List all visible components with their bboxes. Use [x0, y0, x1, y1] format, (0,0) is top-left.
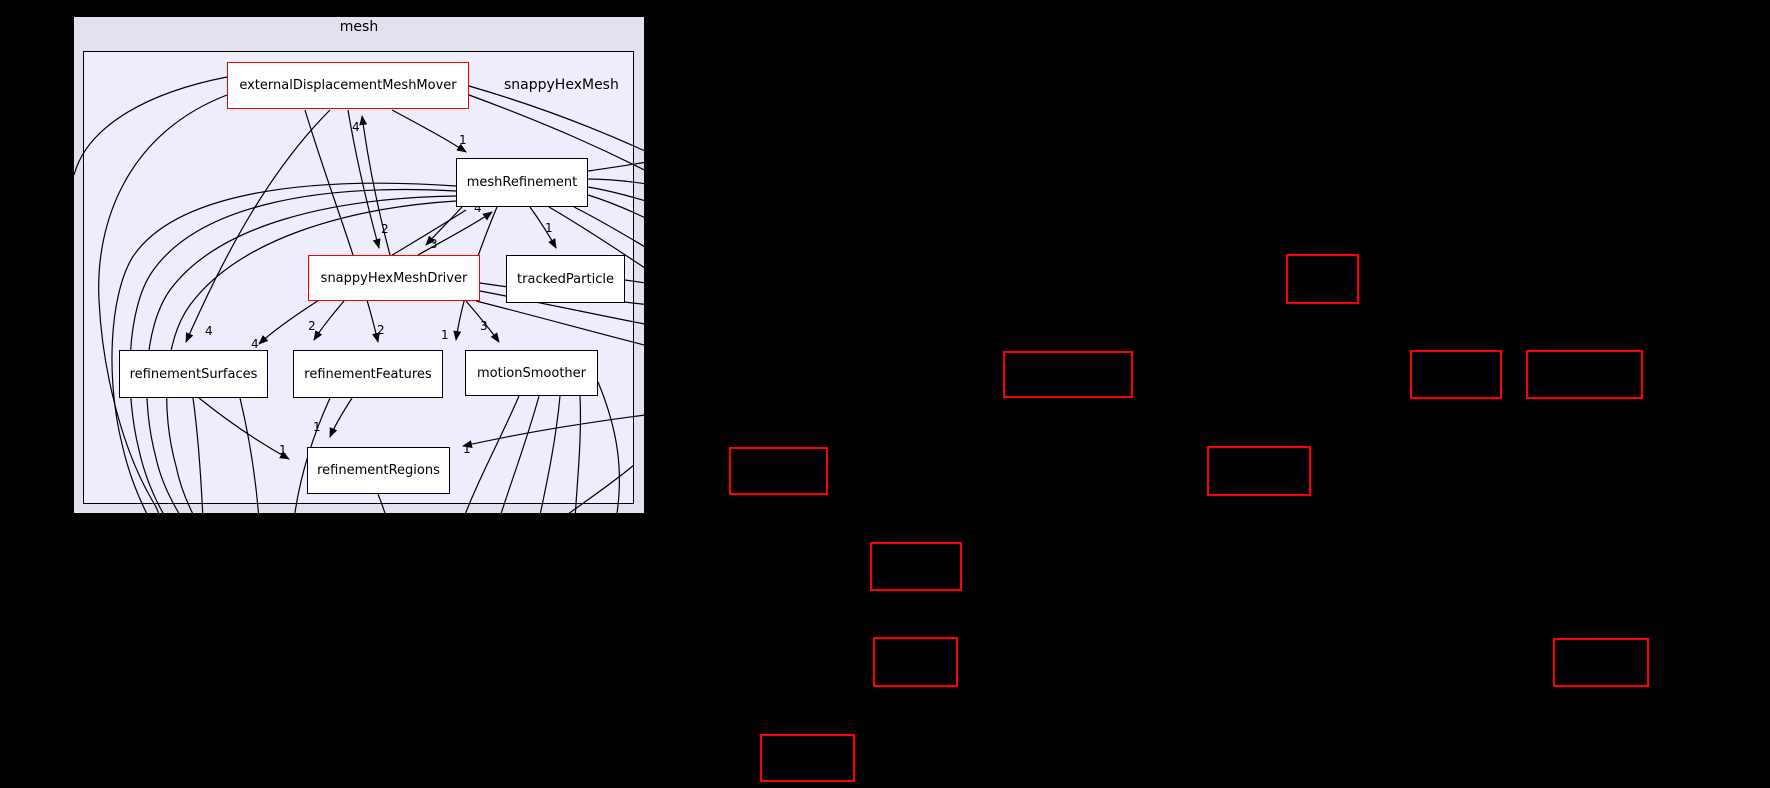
node-snappyHexMeshDriver[interactable]: snappyHexMeshDriver [308, 255, 480, 301]
cluster-snappyHexMesh-title[interactable]: snappyHexMesh [504, 77, 619, 93]
external-node[interactable] [1410, 350, 1502, 399]
node-label: snappyHexMeshDriver [320, 270, 468, 286]
external-node[interactable] [1526, 350, 1643, 399]
external-node[interactable] [1207, 446, 1311, 496]
edge-label: 4 [205, 324, 213, 338]
node-label: meshRefinement [466, 175, 578, 190]
node-refinementRegions[interactable]: refinementRegions [307, 447, 450, 494]
node-refinementSurfaces[interactable]: refinementSurfaces [119, 350, 268, 398]
external-node[interactable] [873, 637, 958, 687]
edge-label: 2 [377, 323, 385, 337]
node-refinementFeatures[interactable]: refinementFeatures [293, 350, 443, 398]
edge-label: 3 [430, 237, 438, 251]
edge-label: 2 [381, 222, 389, 236]
external-node[interactable] [1286, 254, 1359, 304]
edge-label: 1 [441, 328, 449, 342]
node-meshRefinement[interactable]: meshRefinement [456, 158, 588, 207]
node-trackedParticle[interactable]: trackedParticle [506, 255, 625, 303]
external-node[interactable] [760, 734, 855, 782]
edge-label: 4 [251, 337, 259, 351]
node-label: refinementFeatures [304, 366, 432, 382]
edge-label: 1 [459, 133, 467, 147]
node-label: motionSmoother [476, 365, 587, 381]
cluster-mesh-title[interactable]: mesh [339, 19, 379, 35]
external-node[interactable] [870, 542, 962, 591]
external-node[interactable] [1553, 638, 1649, 687]
node-externalDisplacementMeshMover[interactable]: externalDisplacementMeshMover [227, 62, 469, 109]
node-label: externalDisplacementMeshMover [239, 78, 457, 93]
edge-label: 3 [480, 319, 488, 333]
node-label: trackedParticle [517, 271, 614, 287]
external-node[interactable] [1003, 351, 1133, 398]
node-motionSmoother[interactable]: motionSmoother [465, 350, 598, 396]
edge-label: 1 [545, 221, 553, 235]
edge-label: 4 [352, 120, 360, 134]
external-node[interactable] [729, 447, 828, 495]
edge-label: 1 [313, 420, 321, 434]
node-label: refinementSurfaces [129, 366, 258, 382]
edge-label: 1 [463, 442, 471, 456]
edge-label: 2 [308, 319, 316, 333]
node-label: refinementRegions [317, 463, 440, 478]
edge-label: 1 [279, 443, 287, 457]
